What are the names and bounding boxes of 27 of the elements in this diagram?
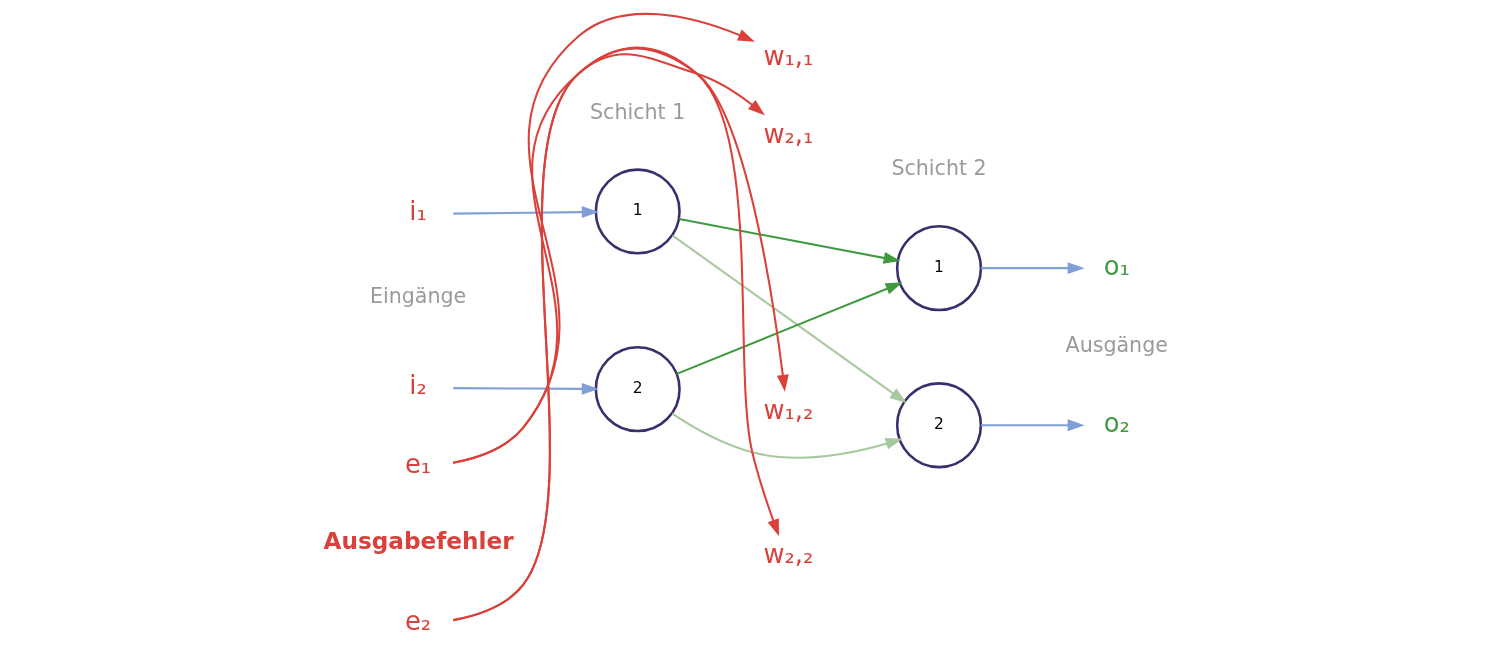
node-circle: 2 [895,382,983,469]
arrow [676,282,903,375]
node-text: e₁ [405,448,432,479]
label: Schicht 1 [590,99,686,124]
node-text: o₁ [1103,250,1130,281]
arrow [980,419,1085,432]
node-text: w₂,₂ [763,539,814,570]
node-circle: 1 [895,225,983,312]
node-circle: 2 [594,346,681,433]
node-circle: 1 [594,168,681,255]
arrow [671,412,903,459]
arrow [980,262,1085,275]
arrow [453,206,599,219]
node-text: w₂,₁ [763,119,814,150]
arrow [672,234,907,404]
label: Ausgabefehler [323,527,514,555]
label: Schicht 2 [891,156,987,181]
node-text: w₁,₂ [763,394,814,425]
node-text: e₂ [405,606,432,637]
label: Ausgänge [1065,332,1168,357]
arrow [679,218,901,264]
arrow [453,382,599,395]
node-text: i₂ [409,370,427,401]
node-text: o₂ [1103,407,1130,438]
node-text: w₁,₁ [763,40,814,71]
node-text: i₁ [409,196,427,227]
label: Eingänge [369,283,467,308]
